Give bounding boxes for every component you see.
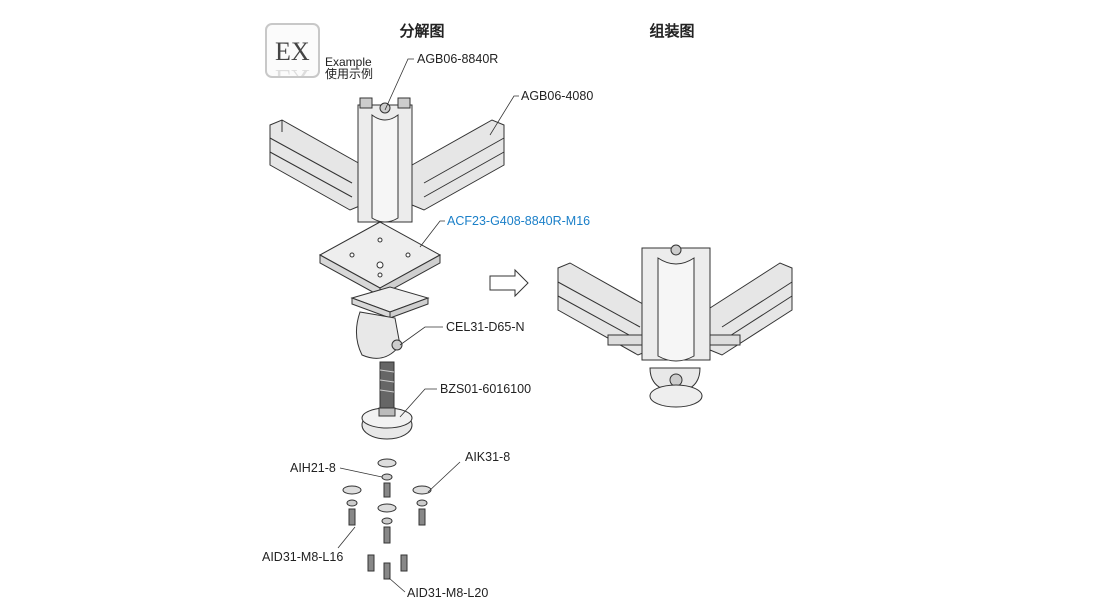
leader-acf23 xyxy=(419,220,445,248)
leader-aid31-l16 xyxy=(337,526,356,549)
label-acf23-g408: ACF23-G408-8840R-M16 xyxy=(447,214,591,228)
column-profile xyxy=(357,97,413,223)
caster xyxy=(350,286,430,359)
leader-agb06-4080 xyxy=(489,95,519,136)
leader-aih21 xyxy=(339,467,383,478)
leveling-foot xyxy=(361,361,413,440)
example-logo: EX EX xyxy=(265,23,320,78)
label-aid31-m8-l20: AID31-M8-L20 xyxy=(407,586,489,598)
assembled-column xyxy=(641,244,711,362)
left-beam xyxy=(269,119,363,211)
label-aih21-8: AIH21-8 xyxy=(290,461,336,475)
label-aik31-8: AIK31-8 xyxy=(465,450,511,464)
label-agb06-4080: AGB06-4080 xyxy=(521,89,594,103)
leader-cel31 xyxy=(399,326,443,346)
corner-plate xyxy=(318,221,442,297)
label-aid31-m8-l16: AID31-M8-L16 xyxy=(262,550,344,564)
logo-text: EX xyxy=(275,37,310,66)
exploded-view-title: 分解图 xyxy=(399,22,445,40)
label-cel31-d65-n: CEL31-D65-N xyxy=(446,320,525,334)
right-beam xyxy=(411,119,505,211)
assembly-arrow xyxy=(489,268,529,298)
assembled-view-title: 组装图 xyxy=(649,22,695,40)
example-caption-en: Example xyxy=(325,55,372,69)
leader-aik31 xyxy=(427,461,461,493)
assembled-foot xyxy=(649,367,703,408)
label-bzs01: BZS01-6016100 xyxy=(440,382,532,396)
label-agb06-8840r: AGB06-8840R xyxy=(417,52,499,66)
leader-aid31-l20 xyxy=(388,577,406,593)
example-caption-zh: 使用示例 xyxy=(325,67,374,81)
leader-bzs01 xyxy=(399,388,437,418)
leader-agb06-8840r xyxy=(384,58,414,111)
fasteners xyxy=(342,458,432,580)
